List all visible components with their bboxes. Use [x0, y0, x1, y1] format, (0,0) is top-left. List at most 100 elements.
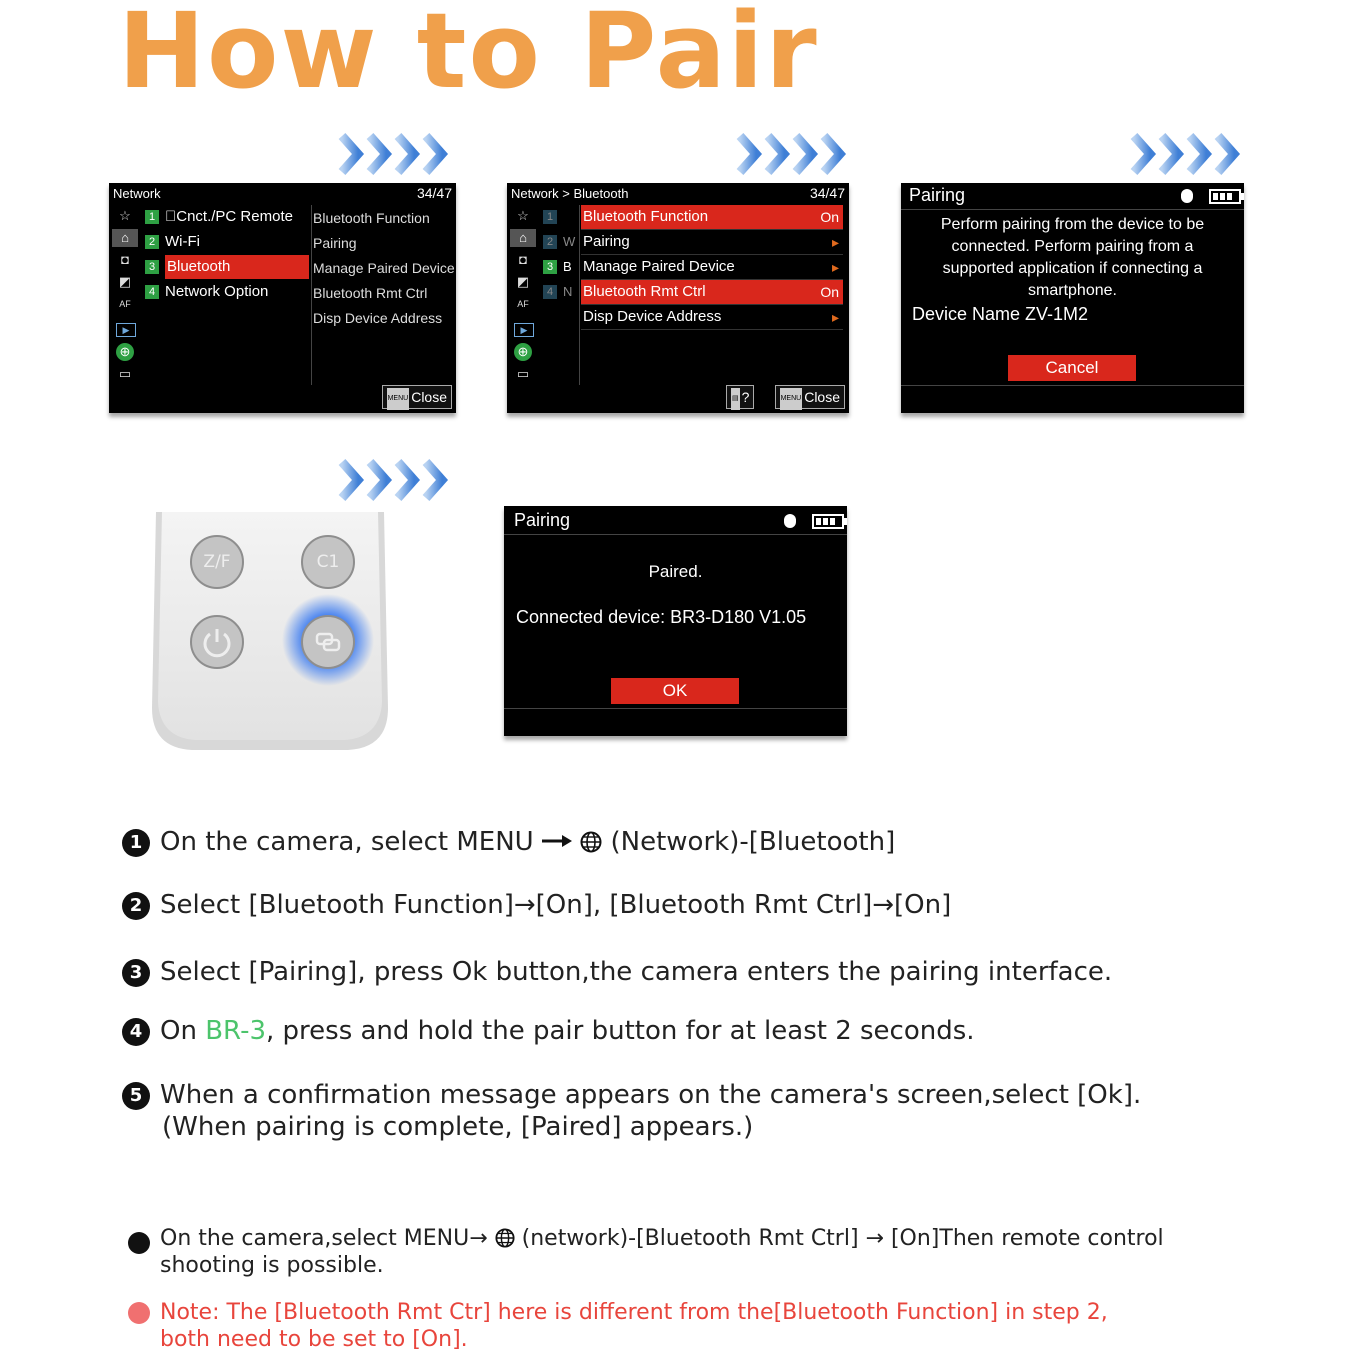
toolbox-icon[interactable]: ▭ — [516, 366, 530, 381]
arrow-right-icon — [338, 459, 449, 501]
device-name: Device Name ZV-1M2 — [912, 304, 1089, 324]
side-index: 1 — [543, 205, 563, 229]
note-warning: Note: The [Bluetooth Rmt Ctr] here is di… — [160, 1299, 1108, 1353]
item-number: 4 — [145, 285, 159, 299]
c1-button[interactable]: C1 — [301, 535, 355, 589]
playback-icon[interactable]: ▶ — [116, 323, 136, 337]
row-manage-paired-device[interactable]: Manage Paired Device▸ — [581, 255, 843, 280]
step-number-badge: 4 — [122, 1018, 150, 1046]
item-number: 1 — [543, 210, 557, 224]
help-label: ? — [741, 389, 750, 405]
screen-title: Pairing — [514, 510, 571, 530]
item-number: 1 — [145, 210, 159, 224]
camera-screen-pairing: Pairing Perform pairing from the device … — [901, 183, 1244, 413]
note-text: On the camera,select MENU→ — [160, 1226, 488, 1251]
item-number: 3 — [145, 260, 159, 274]
camera-icon[interactable]: ◘ — [121, 252, 129, 267]
row-value: On — [820, 284, 839, 300]
page-counter: 34/47 — [809, 185, 845, 201]
step-text: When a confirmation message appears on t… — [160, 1080, 1142, 1110]
close-label: Close — [411, 389, 447, 405]
exposure-icon[interactable]: ◩ — [516, 274, 530, 289]
row-label: Disp Device Address — [583, 308, 722, 325]
battery-icon — [1209, 189, 1244, 204]
divider — [504, 708, 847, 709]
header-label: Network — [113, 186, 161, 201]
globe-icon — [580, 831, 602, 853]
menu-item-label: Network Option — [165, 283, 269, 300]
zf-button[interactable]: Z/F — [190, 535, 244, 589]
menu-badge: MENU — [386, 388, 410, 410]
playback-icon[interactable]: ▶ — [514, 323, 534, 337]
battery-icon — [812, 514, 847, 529]
exposure-icon[interactable]: ◩ — [118, 274, 132, 289]
help-button[interactable]: ▤? — [726, 385, 755, 410]
sub-item: Pairing — [313, 235, 357, 251]
power-button[interactable] — [190, 615, 244, 669]
menu-tab-column: ☆ ⌂ ◘ ◩ AF ▶ ⊕ ▭ — [109, 205, 141, 413]
screen-title: Pairing — [909, 185, 966, 205]
product-name: BR-3 — [205, 1016, 266, 1046]
trash-icon: ▤ — [731, 388, 740, 410]
menu-badge: MENU — [779, 388, 803, 410]
af-mf-icon[interactable]: AF — [119, 299, 131, 309]
camera-screen-paired: Pairing Paired. Connected device: BR3-D1… — [504, 506, 847, 736]
menu-item-label:  Cnct./PC Remote — [165, 208, 293, 225]
item-letter: N — [563, 284, 573, 299]
pairing-message-line: Perform pairing from the device to be — [940, 216, 1205, 233]
sub-item: Manage Paired Device — [313, 260, 455, 276]
menu-item-cnct[interactable]: 1  Cnct./PC Remote — [145, 205, 305, 229]
item-number: 3 — [543, 260, 557, 274]
network-globe-icon[interactable]: ⊕ — [116, 343, 134, 361]
toolbox-icon[interactable]: ▭ — [118, 366, 132, 381]
home-icon[interactable]: ⌂ — [112, 229, 138, 247]
chevron-right-icon: ▸ — [831, 309, 839, 325]
bullet-dot — [128, 1232, 150, 1254]
pair-button[interactable] — [301, 615, 355, 669]
divider — [579, 205, 580, 385]
divider — [311, 205, 312, 385]
menu-item-network-option[interactable]: 4 Network Option — [145, 280, 305, 304]
item-letter: B — [563, 259, 572, 274]
step-number-badge: 3 — [122, 959, 150, 987]
item-number: 2 — [543, 235, 557, 249]
pairing-message-line: supported application if connecting a — [942, 260, 1203, 277]
close-label: Close — [804, 389, 840, 405]
pairing-message-line: connected. Perform pairing from a — [951, 238, 1194, 255]
camera-icon[interactable]: ◘ — [519, 252, 527, 267]
network-globe-icon[interactable]: ⊕ — [514, 343, 532, 361]
item-letter: W — [563, 234, 576, 249]
arrow-right-icon — [736, 133, 847, 175]
star-icon[interactable]: ☆ — [517, 208, 529, 223]
star-icon[interactable]: ☆ — [119, 208, 131, 223]
home-icon[interactable]: ⌂ — [510, 229, 536, 247]
arrow-right-icon — [338, 133, 449, 175]
ok-button[interactable]: OK — [611, 678, 739, 704]
step-number-badge: 2 — [122, 892, 150, 920]
bluetooth-icon — [784, 514, 796, 528]
screen-header: Network > Bluetooth 34/47 — [507, 183, 849, 205]
step-number-badge: 1 — [122, 829, 150, 857]
row-disp-device-address[interactable]: Disp Device Address ▸ — [581, 305, 843, 330]
cancel-button[interactable]: Cancel — [1008, 355, 1136, 381]
sub-item: Bluetooth Rmt Ctrl — [313, 285, 428, 301]
af-mf-icon[interactable]: AF — [517, 299, 529, 309]
row-pairing[interactable]: Pairing▸ — [581, 230, 843, 255]
power-icon — [203, 629, 231, 658]
item-number: 4 — [543, 285, 557, 299]
note-text: Note: The [Bluetooth Rmt Ctr] here is di… — [160, 1300, 1108, 1325]
pairing-message-line: smartphone. — [1028, 282, 1117, 299]
step-text: On — [160, 1016, 206, 1046]
